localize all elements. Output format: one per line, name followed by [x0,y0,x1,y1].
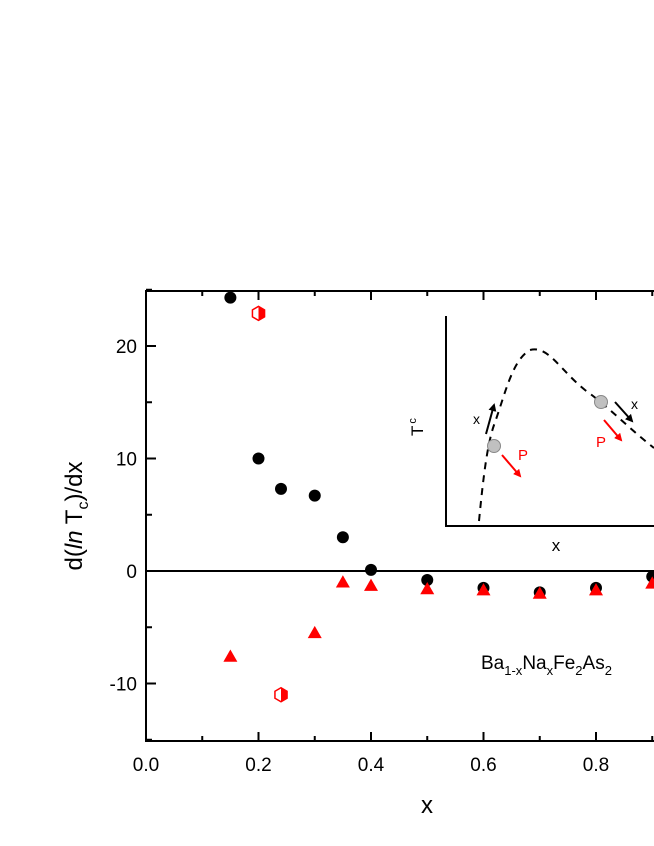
x-tick-label: 0.0 [133,755,159,776]
inset-point-underdoped [487,439,501,453]
data-point [476,583,491,596]
inset-label-x-right: x [631,396,638,412]
x-tick-label: 0.2 [245,755,271,776]
inset-arrow-x-left [485,403,497,435]
x-axis-ticks: 0.0 0.2 0.4 0.6 0.8 [133,291,654,776]
inset-label-x-left: x [473,411,480,427]
x-tick-label: 0.4 [358,755,385,776]
inset-tc-dome-curve [478,348,654,522]
data-point [336,531,349,544]
data-point [420,582,435,595]
data-point [335,575,350,588]
x-tick-label: 0.8 [583,755,609,776]
inset-arrow-p-left [501,454,522,478]
plot-frame [145,290,654,742]
data-point [532,586,547,599]
series-hexagon-half [251,305,288,703]
data-point [307,625,322,639]
y-tick-label: 20 [116,337,137,358]
data-point [223,649,238,662]
series-circle [224,291,654,599]
inset-arrow-x-right [614,401,634,423]
data-point [308,489,321,502]
inset-schematic: x P x P x Tc [407,316,654,555]
inset-label-p-left: P [518,447,528,464]
data-point [224,291,237,304]
data-point [421,574,434,586]
y-tick-label: 0 [126,562,137,583]
inset-label-p-right: P [596,434,606,451]
data-point [364,578,378,591]
data-point [645,576,654,589]
data-point [251,305,266,322]
data-point [589,583,603,596]
series-triangle [223,575,654,662]
inset-arrow-p-right [603,419,623,442]
data-series [223,291,654,703]
data-point [365,563,377,576]
compound-label: Ba1-xNaxFe2As2 [481,653,612,678]
y-tick-label: -10 [110,675,137,696]
inset-y-axis-title: Tc [407,418,427,436]
y-axis-ticks: -10 0 10 20 [110,288,156,741]
x-tick-label: 0.6 [470,755,496,776]
inset-x-axis-title: x [552,536,561,555]
data-point [275,482,287,495]
y-tick-label: 10 [116,450,137,471]
data-point [252,452,265,465]
y-axis-title: d(ln Tc)/dx [61,462,92,571]
data-point [274,686,288,703]
inset-point-overdoped [594,395,608,409]
x-axis-title: x [421,792,433,819]
